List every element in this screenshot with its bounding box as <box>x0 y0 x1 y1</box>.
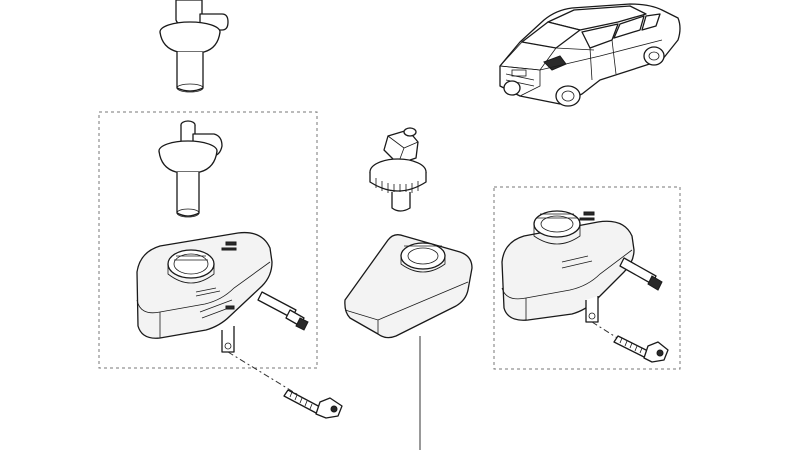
reservoir-right <box>501 210 663 323</box>
reservoir-with-sensor <box>136 231 309 353</box>
vehicle-illustration <box>499 3 681 107</box>
mounting-screw <box>613 335 669 363</box>
kit-boundary-right <box>493 186 681 370</box>
mounting-screw <box>283 389 343 419</box>
kit-boundary-left <box>98 111 318 369</box>
assembly-leader-left <box>227 351 301 397</box>
level-sensor-top <box>159 0 229 93</box>
reservoir-center <box>344 234 473 339</box>
level-sensor <box>158 120 223 218</box>
reservoir-cap <box>369 127 427 212</box>
